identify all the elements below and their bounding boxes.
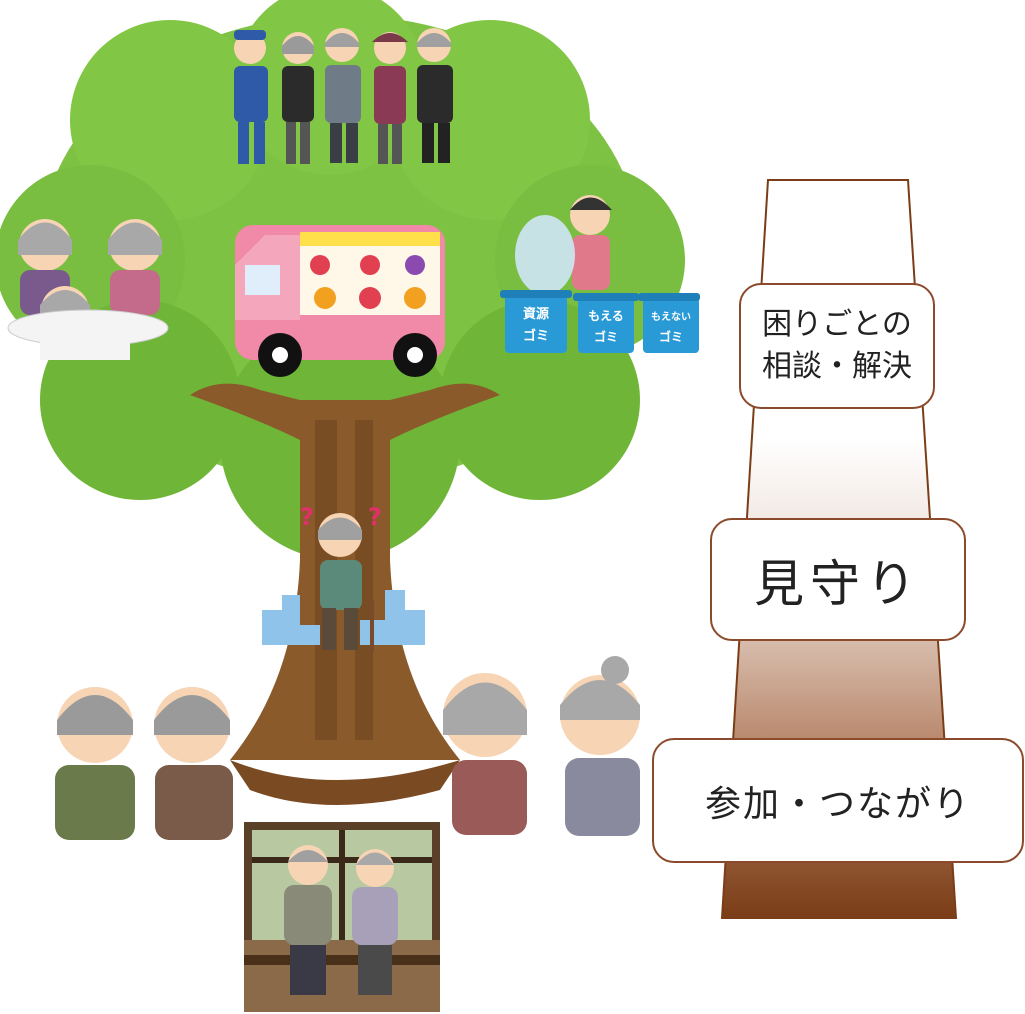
bin-2-label-top: もえる (588, 309, 624, 323)
bin-1-label-bottom: ゴミ (523, 328, 549, 344)
bin-3-label-top: もえない (651, 311, 691, 323)
level-watching-label: 見守り (754, 554, 922, 613)
trash-bin-1: 資源 ゴミ (500, 290, 572, 353)
trash-bin-2: もえる ゴミ (573, 293, 639, 353)
bin-2-label-bottom: ゴミ (594, 329, 618, 344)
elderly-men-pair (55, 687, 233, 840)
trash-bin-3: もえない ゴミ (638, 293, 700, 353)
confused-elderly-man: ? ? (300, 503, 382, 652)
question-mark-icon: ? (300, 503, 314, 531)
tea-table-group (7, 219, 169, 360)
bin-3-label-bottom: ゴミ (659, 329, 683, 344)
level-consultation-box: 困りごとの 相談・解決 (739, 283, 935, 409)
level-consultation-label-line2: 相談・解決 (762, 349, 912, 384)
city-skyline (262, 590, 425, 645)
level-participation-box: 参加・つながり (652, 738, 1024, 863)
recycling-group (515, 195, 612, 295)
question-mark-icon: ? (368, 503, 382, 531)
elderly-women-pair (443, 656, 640, 836)
level-participation-label: 参加・つながり (704, 783, 971, 825)
bench-couple-photo (244, 822, 440, 1012)
tree-illustration: 資源 ゴミ もえる ゴミ もえない ゴミ ? ? (0, 0, 700, 1012)
workers-group (234, 28, 453, 164)
food-van (235, 225, 445, 377)
bin-1-label-top: 資源 (523, 306, 549, 322)
level-consultation-label-line1: 困りごとの (762, 307, 912, 342)
level-watching-box: 見守り (710, 518, 966, 641)
